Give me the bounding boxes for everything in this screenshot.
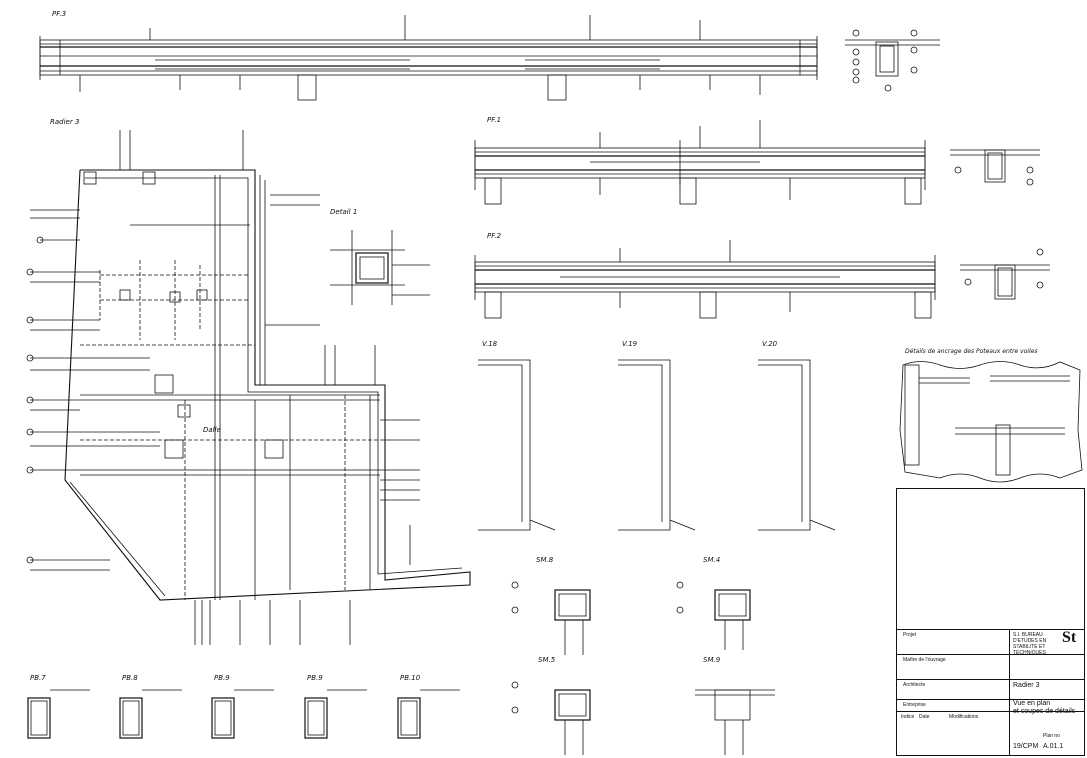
view-title-pf1: PF.1 (487, 116, 502, 124)
tb-divider (897, 711, 1084, 712)
view-title-v20: V.20 (762, 340, 778, 348)
tb-subtitle-2: et coupes de détails (1013, 708, 1076, 715)
view-title-pf2: PF.2 (487, 232, 502, 240)
view-title-pb7: PB.7 (30, 674, 46, 682)
tb-office: S.I. BUREAU D'ETUDES EN STABILITE ET TEC… (1013, 632, 1047, 656)
tb-label-entreprise: Entreprise (903, 702, 926, 708)
tb-label-modifications: Modifications (949, 714, 979, 720)
view-title-pb10: PB.10 (400, 674, 421, 682)
tb-subtitle-1: Vue en plan (1013, 700, 1051, 707)
title-block: Projet Maître de l'ouvrage Architecte En… (896, 488, 1085, 756)
tb-plan-no: A.01.1 (1043, 743, 1064, 750)
tb-label-maitre: Maître de l'ouvrage (903, 657, 946, 663)
view-title-sm8: SM.8 (536, 556, 554, 564)
view-title-pf3: PF.3 (52, 10, 67, 18)
detail-1 (330, 230, 430, 305)
view-title-anchorage: Détails de ancrage des Poteaux entre voi… (905, 348, 1038, 355)
view-title-sm4: SM.4 (703, 556, 721, 564)
view-title-sm5: SM.5 (538, 656, 556, 664)
view-title-dalle: Dalle (203, 426, 221, 434)
view-title-detail1: Detail 1 (330, 208, 358, 216)
tb-label-projet: Projet (903, 632, 917, 638)
view-title-pb9b: PB.9 (307, 674, 323, 682)
tb-divider (897, 699, 1084, 700)
wall-sections-v18-v19-v20 (478, 359, 836, 531)
view-title-pb8: PB.8 (122, 674, 138, 682)
tb-vertical-divider (1009, 629, 1010, 755)
view-title-sm9: SM.9 (703, 656, 721, 664)
radier-plan (26, 130, 471, 645)
pf2-beam-elevation (474, 240, 936, 319)
pf1-section (950, 149, 1040, 186)
tb-dossier: 19/CPM (1013, 743, 1039, 750)
tb-drawing-title: Radier 3 (1013, 682, 1040, 689)
view-title-v19: V.19 (622, 340, 638, 348)
view-title-pb9a: PB.9 (214, 674, 230, 682)
pb-sections (27, 689, 460, 739)
tb-divider (897, 629, 1084, 630)
tb-divider (897, 654, 1084, 655)
pf3-beam-elevation (39, 15, 818, 101)
office-logo: St (1062, 629, 1077, 646)
pf1-beam-elevation (474, 120, 926, 205)
view-title-v18: V.18 (482, 340, 498, 348)
tb-label-indice: Indice (901, 714, 915, 720)
tb-label-date: Date (919, 714, 930, 720)
pf2-section (960, 248, 1050, 300)
tb-label-architecte: Architecte (903, 682, 926, 688)
sm-sections (511, 581, 775, 755)
view-title-radier: Radier 3 (50, 118, 80, 126)
pf3-section (845, 29, 940, 92)
tb-plan-no-label: Plan no (1043, 733, 1060, 739)
tb-divider (897, 679, 1084, 680)
anchorage-details (899, 361, 1083, 483)
